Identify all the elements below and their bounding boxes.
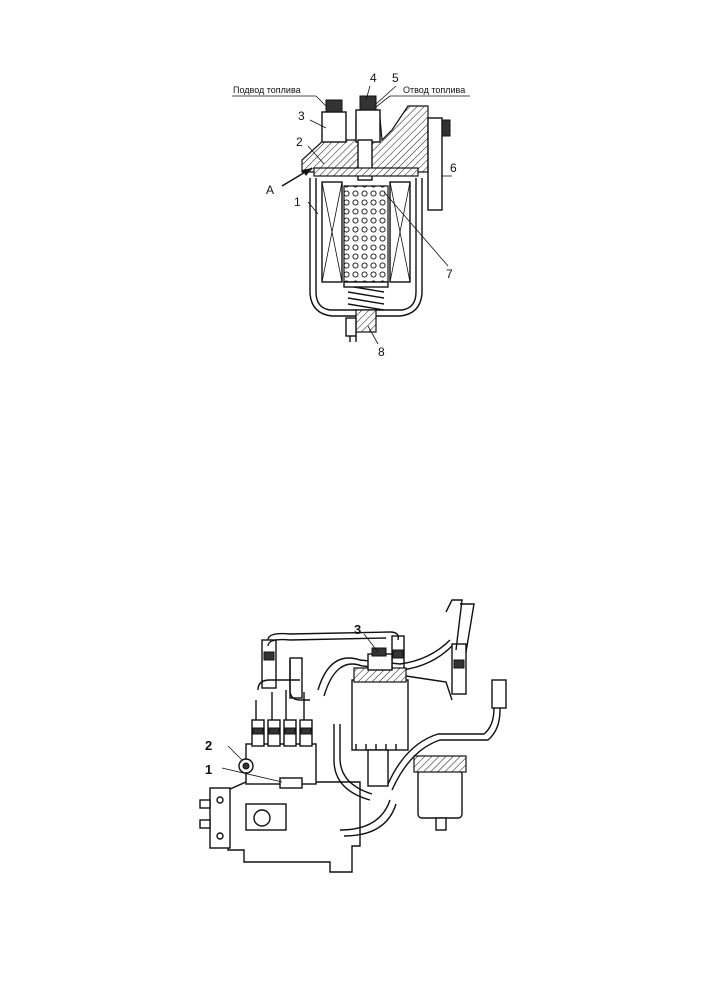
top-callout-2: 2 — [296, 135, 303, 149]
fuel-inlet-label: Подвод топлива — [233, 85, 301, 95]
perforated-core — [343, 185, 389, 283]
coarse-fuel-filter-head — [413, 755, 467, 773]
bowl-spring — [343, 281, 389, 311]
top-callout-1: 1 — [294, 195, 301, 209]
bottom-callout-3: 3 — [354, 622, 361, 637]
fuel-filter-section-drawing: 1 2 3 4 5 6 7 8 А Подвод топлива Отвод т… — [232, 71, 470, 359]
top-callout-3: 3 — [298, 109, 305, 123]
inlet-fitting — [321, 111, 347, 143]
drain-fitting — [345, 317, 357, 337]
drain-valve-body — [367, 749, 389, 787]
drain-plug — [355, 309, 377, 333]
top-callout-4: 4 — [370, 71, 377, 85]
injectors — [261, 635, 467, 699]
top-callout-8: 8 — [378, 345, 385, 359]
mounting-bracket — [427, 117, 443, 211]
bottom-callout-2: 2 — [205, 738, 212, 753]
inlet-fitting-nut — [325, 99, 343, 113]
outlet-fitting — [355, 109, 381, 143]
pump-flange — [209, 787, 231, 849]
top-callout-6: 6 — [450, 161, 457, 175]
fuel-outlet-label: Отвод топлива — [403, 85, 465, 95]
outlet-fitting-nut — [359, 95, 377, 111]
top-callout-7: 7 — [446, 267, 453, 281]
arrow-a-label: А — [266, 183, 274, 197]
fine-fuel-filter-bowl — [351, 679, 409, 751]
coarse-fuel-filter-bowl — [417, 769, 463, 819]
top-callout-5: 5 — [392, 71, 399, 85]
bleed-screw-1 — [279, 777, 303, 789]
cover-gasket — [313, 167, 419, 177]
injection-pump-assembly-drawing: 1 2 3 — [199, 599, 507, 873]
bracket-bolt — [441, 119, 451, 137]
injection-sections — [251, 719, 313, 747]
filter-bracket — [491, 679, 507, 709]
bottom-callout-1: 1 — [205, 762, 212, 777]
arrow-a-head — [302, 168, 312, 176]
fuel-pipes — [255, 599, 501, 837]
